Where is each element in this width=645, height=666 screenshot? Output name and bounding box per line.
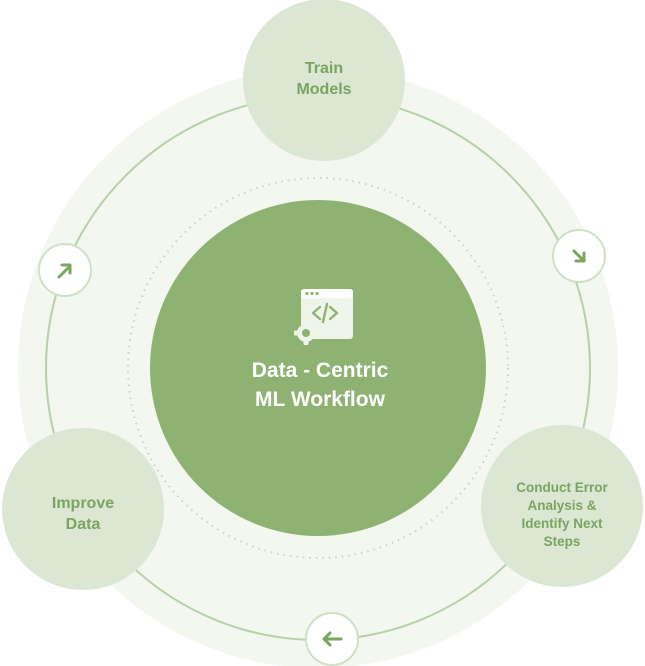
node-train-label: Train Models [296,60,352,98]
node-conduct-label: Conduct Error Analysis & Identify Next S… [516,480,608,549]
node-circle-improve [2,428,164,590]
center-title: Data - Centric ML Workflow [251,359,389,411]
node-circle-conduct [481,425,643,587]
center-circle [150,200,486,536]
code-window-gear-icon [294,289,353,345]
node-improve-label: Improve Data [51,495,115,533]
node-circle-train [243,0,405,161]
arrow-down-right-icon [552,229,606,283]
arrow-up-right-icon [38,243,92,297]
arrow-left-icon [305,612,359,666]
dotted-ring [127,177,509,559]
